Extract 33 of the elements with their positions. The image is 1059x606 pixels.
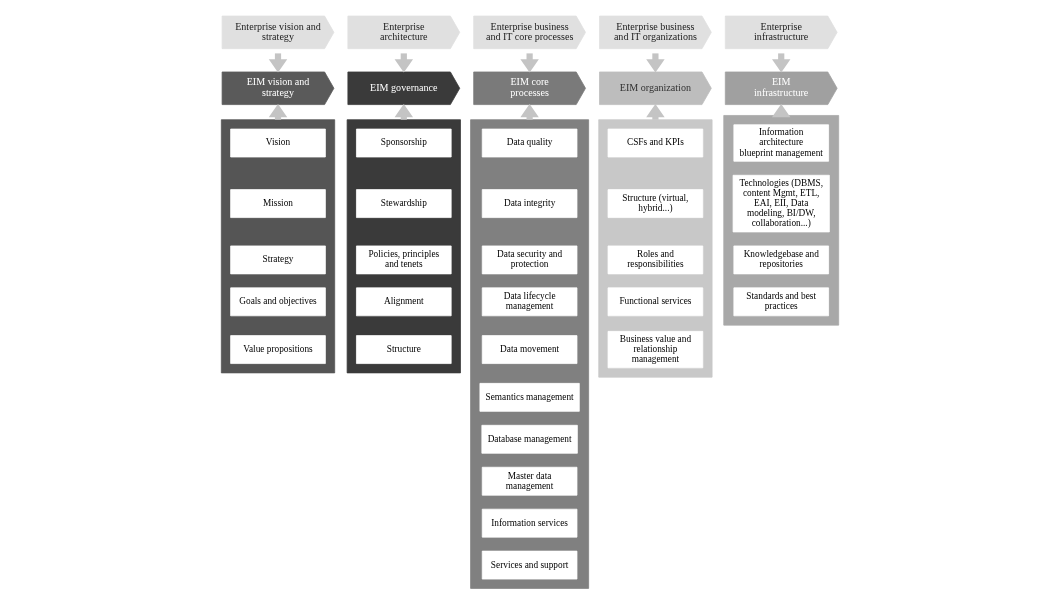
node-box: Data security and protection bbox=[481, 245, 577, 275]
node-box: Alignment bbox=[355, 287, 452, 317]
node-box: Mission bbox=[229, 189, 326, 218]
node-box: Data movement bbox=[481, 335, 577, 364]
node-box: Services and support bbox=[481, 550, 577, 580]
node-box: Business value and relationship management bbox=[607, 330, 703, 369]
node-box: Stewardship bbox=[355, 189, 452, 218]
node-box: Policies, principles and tenets bbox=[355, 245, 452, 275]
cluster bbox=[220, 119, 335, 374]
node-box: Strategy bbox=[229, 245, 326, 275]
node-box: Structure bbox=[355, 335, 452, 364]
node-box: Data quality bbox=[481, 128, 577, 158]
cluster bbox=[469, 119, 589, 589]
node-box: Information architecture blueprint management bbox=[732, 124, 829, 162]
node-box: Standards and best practices bbox=[732, 287, 829, 317]
node-box: Knowledgebase and repositories bbox=[732, 245, 829, 275]
node-box: Database management bbox=[480, 424, 578, 454]
node-box: Goals and objectives bbox=[229, 287, 326, 317]
node-box: Functional services bbox=[607, 287, 703, 317]
node-box: Technologies (DBMS, content Mgmt, ETL, EAI, EII, Data modeling, BI/DW, collaboration...) bbox=[732, 174, 830, 233]
cluster bbox=[597, 119, 712, 378]
node-box: Information services bbox=[481, 508, 577, 538]
node-box: Data integrity bbox=[481, 189, 577, 218]
node-box: Master data management bbox=[481, 466, 577, 496]
node-box: Structure (virtual, hybrid...) bbox=[607, 189, 703, 218]
node-box: Roles and responsibilities bbox=[607, 245, 703, 275]
node-box: Value propositions bbox=[229, 335, 326, 364]
node-box: Sponsorship bbox=[355, 128, 452, 158]
node-box: CSFs and KPIs bbox=[607, 128, 703, 158]
cluster bbox=[346, 119, 461, 374]
node-box: Data lifecycle management bbox=[481, 287, 577, 317]
node-box: Vision bbox=[229, 128, 326, 158]
node-box: Semantics management bbox=[479, 383, 580, 412]
